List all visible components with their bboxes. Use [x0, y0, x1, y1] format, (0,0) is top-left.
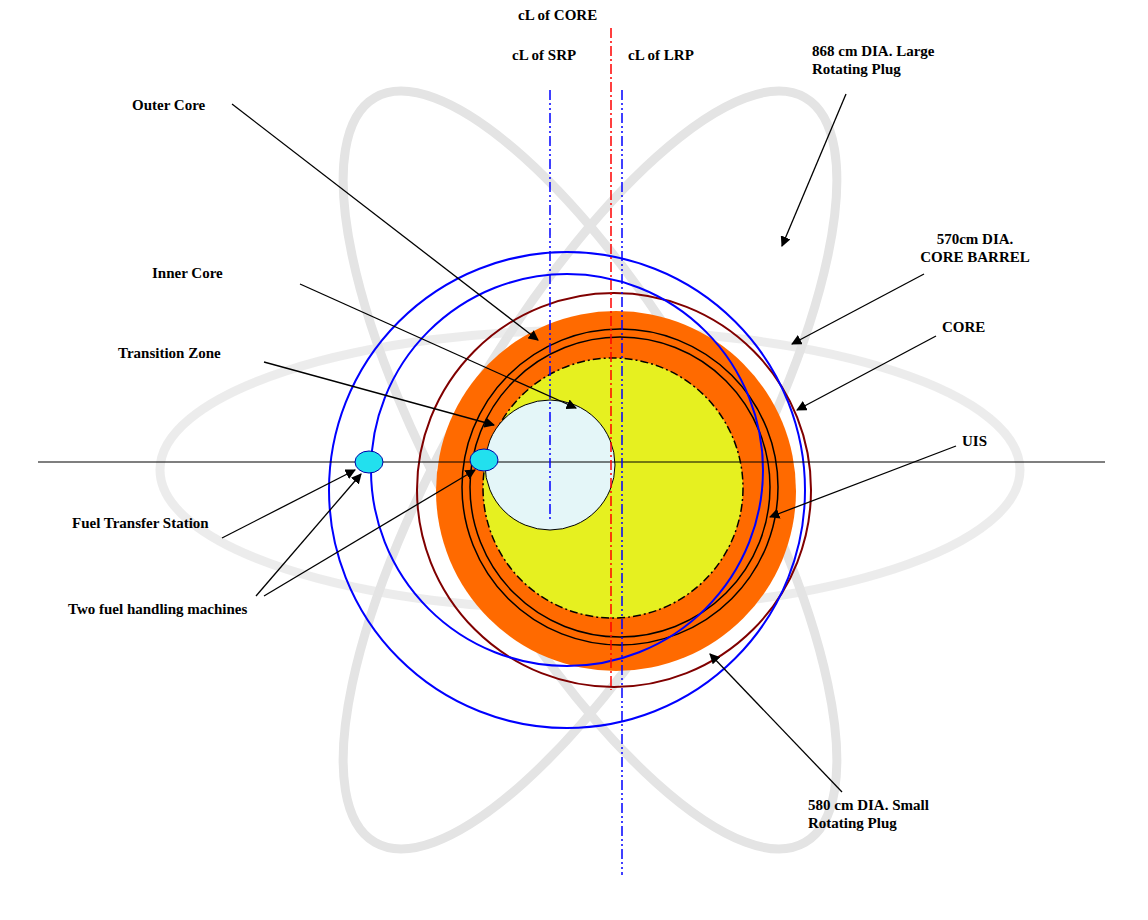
leader-line	[797, 336, 936, 410]
inner-core	[483, 358, 743, 618]
small-rotating-plug	[371, 274, 763, 666]
large-rotating-plug	[329, 252, 805, 728]
part-label: 580 cm DIA. Small Rotating Plug	[808, 796, 948, 832]
part-label: Outer Core	[132, 96, 205, 114]
leader-line	[264, 470, 475, 596]
horizontal-axis	[38, 461, 1105, 462]
part-label: UIS	[962, 432, 987, 450]
part-label: cL of CORE	[518, 6, 597, 24]
part-label: Fuel Transfer Station	[72, 514, 209, 532]
leader-lines	[222, 94, 956, 792]
uis-inner	[470, 337, 770, 637]
part-label: cL of SRP	[512, 46, 576, 64]
core-centerline	[610, 28, 612, 690]
leader-line	[256, 474, 361, 596]
core-barrel	[417, 293, 811, 687]
fuel-handling-machine	[470, 449, 498, 471]
leader-line	[782, 94, 846, 246]
leader-line	[232, 104, 538, 340]
part-label: 868 cm DIA. Large Rotating Plug	[812, 42, 952, 78]
srp-centerline	[549, 90, 551, 522]
lrp-centerline	[621, 90, 623, 875]
leader-line	[300, 284, 576, 408]
part-label: cL of LRP	[628, 46, 694, 64]
part-label: Transition Zone	[118, 344, 221, 362]
leader-line	[792, 274, 924, 344]
part-label: CORE	[942, 318, 985, 336]
core-ring	[436, 311, 796, 671]
uis-outer	[462, 329, 778, 645]
leader-line	[264, 362, 494, 425]
part-label: Inner Core	[152, 264, 223, 282]
atom-watermark	[160, 28, 1020, 913]
leader-line	[770, 446, 956, 517]
fuel-handling-machine	[355, 451, 383, 473]
part-label: Two fuel handling machines	[68, 600, 247, 618]
leader-line	[710, 654, 842, 792]
part-label: 570cm DIA. CORE BARREL	[918, 230, 1032, 266]
